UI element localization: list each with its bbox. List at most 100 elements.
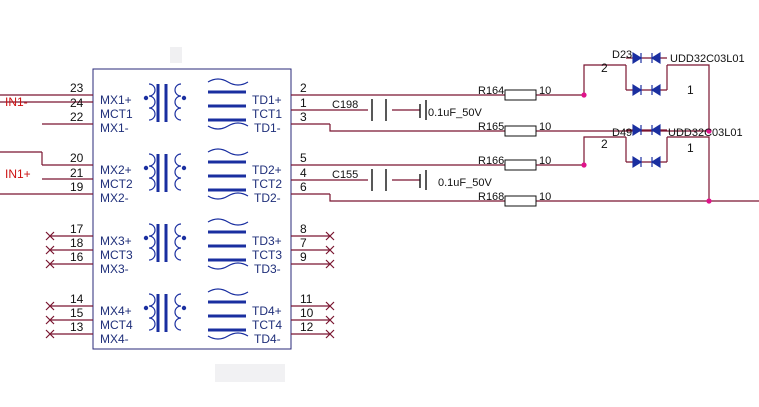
right-nc-markers (325, 231, 335, 339)
diode-d23-pin-left: 2 (601, 61, 608, 75)
pin-number: 9 (300, 250, 307, 264)
pin-number: 23 (70, 81, 84, 95)
pin-name: TD1- (254, 121, 281, 135)
net-label-in-minus: IN1- (5, 95, 28, 109)
render-shadow (215, 364, 285, 382)
left-pin-stubs (0, 94, 93, 335)
diode-d49-pin-right: 1 (687, 141, 694, 155)
diode-array-d49-symbol (625, 124, 668, 168)
transformer-body (92, 68, 292, 350)
polarity-dot (181, 95, 187, 101)
pin-number: 18 (70, 236, 84, 250)
resistor-r166-value: 10 (539, 155, 551, 167)
pin-number: 5 (300, 151, 307, 165)
capacitor-c155-value: 0.1uF_50V (438, 177, 492, 189)
diode-d49-ref: D49 (612, 127, 632, 139)
pin-name: MX3- (100, 262, 129, 276)
choke-coil (207, 148, 249, 156)
choke-coil (207, 192, 249, 200)
secondary-coil (174, 153, 182, 191)
pin-number: 12 (300, 320, 314, 334)
polarity-dot (181, 235, 187, 241)
secondary-coil (174, 83, 182, 121)
capacitor-c198-symbol (371, 99, 427, 121)
pin-name: TCT3 (252, 248, 282, 262)
pin-name: TCT1 (252, 107, 282, 121)
left-nc-markers (45, 231, 55, 339)
resistor-r164-value: 10 (539, 85, 551, 97)
pin-name: MX4- (100, 332, 129, 346)
pin-name: MCT3 (100, 248, 133, 262)
left-net-wires (0, 94, 43, 165)
junction-dots (581, 92, 712, 204)
capacitor-c198-value: 0.1uF_50V (428, 107, 482, 119)
polarity-dot (143, 235, 149, 241)
resistor-r165-value: 10 (539, 121, 551, 133)
pin-name: TD3+ (252, 234, 282, 248)
pin-number: 10 (300, 306, 314, 320)
polarity-dot (143, 95, 149, 101)
pin-name: MX2+ (100, 163, 132, 177)
secondary-coil (174, 223, 182, 261)
pin-name: MX2- (100, 191, 129, 205)
pin-number: 21 (70, 166, 84, 180)
pin-name: MCT2 (100, 177, 133, 191)
capacitor-c198-ref: C198 (332, 99, 358, 111)
pin-number: 13 (70, 320, 84, 334)
resistor-r164-ref: R164 (478, 85, 504, 97)
diode-d49-pin-left: 2 (601, 137, 608, 151)
capacitor-c155-ref: C155 (332, 169, 358, 181)
secondary-coil (174, 293, 182, 331)
pin-name: TD2- (254, 191, 281, 205)
choke-coil (207, 218, 249, 226)
pin-name: MCT4 (100, 318, 133, 332)
render-shadow-top (170, 47, 182, 63)
pin-name: MX1+ (100, 93, 132, 107)
resistor-symbols (504, 89, 537, 207)
pin-number: 22 (70, 110, 84, 124)
pin-name: MX4+ (100, 304, 132, 318)
right-pin-stubs (291, 94, 330, 335)
left-pin-labels: 23 MX1+ 24 MCT1 22 MX1- 20 MX2+ 21 MCT2 … (70, 81, 133, 346)
pin-name: MCT1 (100, 107, 133, 121)
pin-name: TD4- (254, 332, 281, 346)
pin-name: MX1- (100, 121, 129, 135)
pin-name: MX3+ (100, 234, 132, 248)
diode-d23-pin-right: 1 (687, 83, 694, 97)
primary-coil (148, 223, 156, 261)
pin-number: 16 (70, 250, 84, 264)
primary-coil (148, 293, 156, 331)
pin-name: TD1+ (252, 93, 282, 107)
primary-coil (148, 153, 156, 191)
pin-number: 4 (300, 166, 307, 180)
resistor-r165-ref: R165 (478, 121, 504, 133)
pin-name: TD2+ (252, 163, 282, 177)
pin-number: 7 (300, 236, 307, 250)
polarity-dot (181, 305, 187, 311)
choke-coil (207, 122, 249, 130)
pin-name: TD4+ (252, 304, 282, 318)
resistor-r168-ref: R168 (478, 191, 504, 203)
diode-array-d23-symbol (625, 52, 668, 96)
diode-d23-ref: D23 (612, 49, 632, 61)
pin-number: 19 (70, 180, 84, 194)
choke-coil (207, 78, 249, 86)
pin-number: 6 (300, 180, 307, 194)
choke-coil (207, 262, 249, 270)
diode-d49-part: UDD32C03L01 (668, 127, 743, 139)
capacitor-c155-symbol (371, 169, 427, 191)
polarity-dot (143, 165, 149, 171)
pin-number: 24 (70, 96, 84, 110)
right-pin-labels: 2 TD1+ 1 TCT1 3 TD1- 5 TD2+ 4 TCT2 6 TD2… (252, 81, 314, 346)
polarity-dot (181, 165, 187, 171)
pin-number: 8 (300, 222, 307, 236)
net-label-in-plus: IN1+ (5, 167, 31, 181)
pin-number: 15 (70, 306, 84, 320)
diode-d23-part: UDD32C03L01 (670, 53, 745, 65)
right-net-wires (329, 64, 759, 202)
pin-name: TCT2 (252, 177, 282, 191)
choke-coil (207, 332, 249, 340)
pin-number: 17 (70, 222, 84, 236)
primary-coil (148, 83, 156, 121)
